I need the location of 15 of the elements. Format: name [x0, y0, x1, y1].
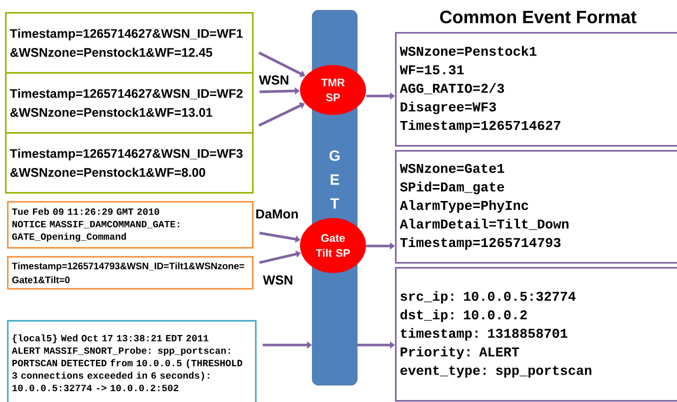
event-box: src_ip: 10.0.0.5:32774 dst_ip: 10.0.0.2 timestamp: 1318858701 Priority: ALERT event_type: spp_portscan [395, 267, 677, 402]
event-box: WSNzone=Gate1 SPid=Dam_gate AlarmType=PhyInc AlarmDetail=Tilt_Down Timestamp=1265714793 [395, 150, 677, 264]
message-box: Timestamp=1265714627&WSN_ID=WF1&WSNzone=Penstock1&WF=12.45 [5, 12, 254, 74]
message-box: {local5} Wed Oct 17 13:38:21 EDT 2011 ALERT MASSIF_SNORT_Probe: spp_portscan: PORTSCAN DETECTED from 10.0.0.5 (THRESHOLD 3 connections exceeded in 6 seconds): 10.0.0.5:32774 -> 10.0.0.2:502 [7, 320, 257, 402]
message-box: Timestamp=1265714627&WSN_ID=WF3&WSNzone=Penstock1&WF=8.00 [5, 132, 254, 194]
edge-label: WSN [262, 275, 292, 285]
edge-label: WSN [258, 75, 288, 85]
arrow [258, 102, 305, 127]
title: Common Event Format [440, 10, 636, 24]
edge-label: DaMon [256, 210, 298, 219]
message-box: Tue Feb 09 11:26:29 GMT 2010 NOTICE MASSIF_DAMCOMMAND_GATE: GATE_Opening_Command [7, 201, 254, 249]
arrow [259, 250, 301, 264]
event-box: WSNzone=Penstock1 WF=15.31 AGG_RATIO=2/3 Disagree=WF3 Timestamp=1265714627 [395, 32, 677, 147]
message-box: Timestamp=1265714627&WSN_ID=WF2&WSNzone=Penstock1&WF=13.01 [5, 72, 254, 134]
message-box: Timestamp=1265714793&WSN_ID=Tilt1&WSNzone=Gate1&Tilt=0 [7, 256, 254, 290]
